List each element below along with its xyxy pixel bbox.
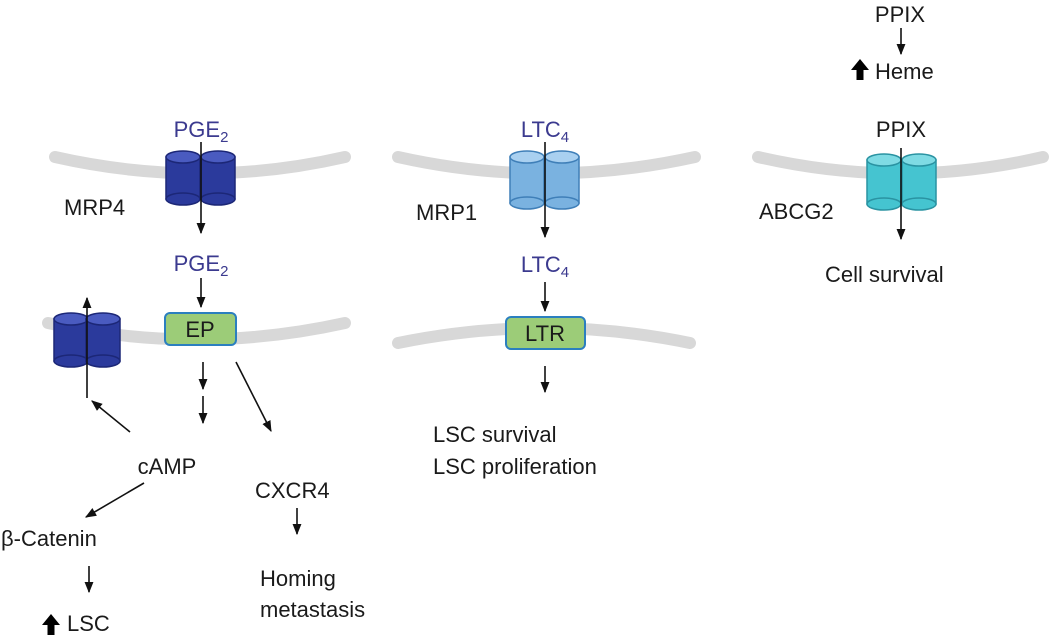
pge2-mid-label: PGE2 — [174, 251, 229, 280]
mrp4-transporter — [165, 150, 236, 206]
mrp4-transporter-efflux — [53, 312, 121, 368]
mrp4-label: MRP4 — [64, 195, 125, 220]
ep-label: EP — [185, 317, 214, 342]
beta-catenin-label: β-Catenin — [1, 526, 97, 551]
arrow-ep-to-cxcr4 — [235, 361, 272, 432]
ltc4-mid-label: LTC4 — [521, 252, 569, 281]
cxcr4-label: CXCR4 — [255, 478, 330, 503]
lsc-survival-label: LSC survival — [433, 422, 556, 447]
panel-mrp4: PGE2 MRP4 PGE2 EP cAMP — [1, 117, 365, 636]
cell-survival-label: Cell survival — [825, 262, 944, 287]
lsc-label: LSC — [67, 611, 110, 636]
abcg2-label: ABCG2 — [759, 199, 834, 224]
panel-abcg2: PPIX Heme PPIX ABCG2 Cell survival — [752, 2, 1049, 287]
metastasis-label: metastasis — [260, 597, 365, 622]
ltr-label: LTR — [525, 321, 565, 346]
ppix-top-label: PPIX — [875, 2, 925, 27]
pge2-top-label: PGE2 — [174, 117, 229, 146]
ppix-mid-label: PPIX — [876, 117, 926, 142]
mrp1-transporter — [509, 150, 580, 210]
arrow-camp-to-transporter — [91, 400, 131, 433]
lsc-proliferation-label: LSC proliferation — [433, 454, 597, 479]
ltr-receptor — [505, 316, 586, 350]
arrow-camp-to-catenin — [85, 482, 145, 518]
heme-label: Heme — [875, 59, 934, 84]
up-arrow-icon-heme — [851, 59, 869, 80]
ltc4-top-label: LTC4 — [521, 117, 569, 146]
mrp1-label: MRP1 — [416, 200, 477, 225]
panel-mrp1: LTC4 MRP1 LTC4 LTR LSC survival LSC prol… — [392, 117, 701, 479]
homing-label: Homing — [260, 566, 336, 591]
camp-label: cAMP — [138, 454, 197, 479]
ep-receptor — [164, 312, 237, 346]
up-arrow-icon-lsc — [42, 614, 60, 635]
